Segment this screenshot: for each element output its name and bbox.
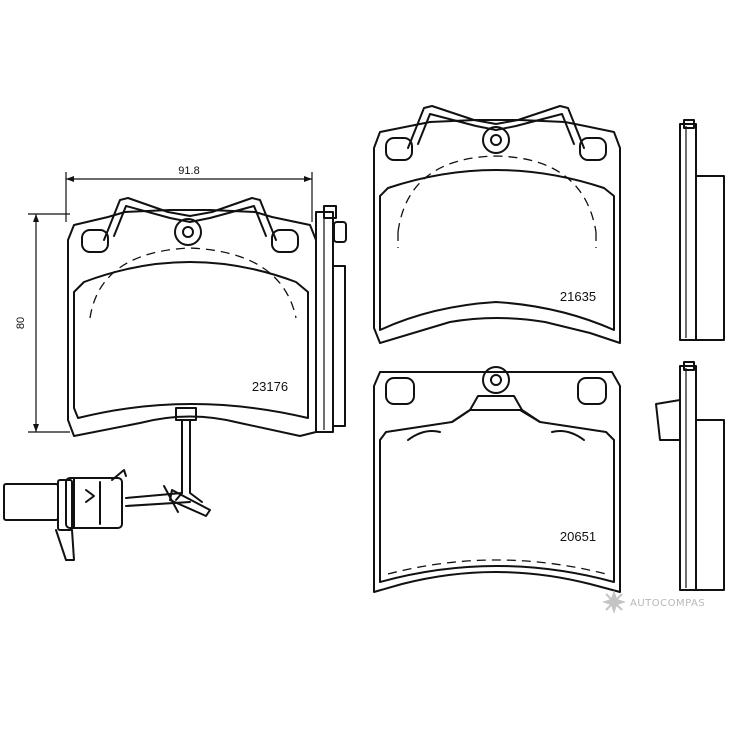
sensor-tab [655,399,681,441]
wear-indicator-arc [89,247,297,319]
wear-indicator-arc [397,155,597,233]
guide-slot-left [385,137,413,161]
part-number-21635: 21635 [560,289,596,304]
wear-indicator-line [387,559,607,575]
spring-clip [103,197,277,241]
friction-material-outline [379,409,615,583]
height-dimension: 80 [15,213,70,433]
part-number-23176: 23176 [252,379,288,394]
backing-plate-outline [373,119,621,344]
clip-mark-left [407,430,441,441]
friction-material-outline [73,261,309,419]
clip-mark-right [551,430,585,441]
brake-pad-20651: 20651 [373,366,621,593]
brake-pad-23176: 23176 [67,197,317,437]
guide-slot-right [271,229,299,253]
guide-slot-left [81,229,109,253]
guide-slot-right [577,377,607,405]
width-dimension: 91.8 [65,165,313,222]
guide-slot-left [385,377,415,405]
spring-clip [407,105,585,149]
center-bolt [174,218,202,246]
wear-sensor [3,407,211,561]
sensor-connector [3,483,59,521]
autocompas-logo-icon [602,590,626,614]
side-profile-20651 [655,361,725,591]
center-bolt [482,366,510,394]
backing-plate-outline [373,371,621,593]
backing-plate-outline [67,209,317,437]
sensor-wire [175,419,183,501]
guide-slot-right [579,137,607,161]
friction-material-outline [379,169,615,331]
center-bolt [482,126,510,154]
watermark: AUTOCOMPAS [602,590,705,614]
height-dimension-label: 80 [15,317,27,329]
side-profile-23176 [315,205,347,433]
watermark-text: AUTOCOMPAS [630,598,705,609]
brake-pad-21635: 21635 [373,105,621,344]
width-dimension-label: 91.8 [178,165,199,177]
part-number-20651: 20651 [560,529,596,544]
side-profile-21635 [679,119,725,341]
sensor-mount [175,407,197,421]
